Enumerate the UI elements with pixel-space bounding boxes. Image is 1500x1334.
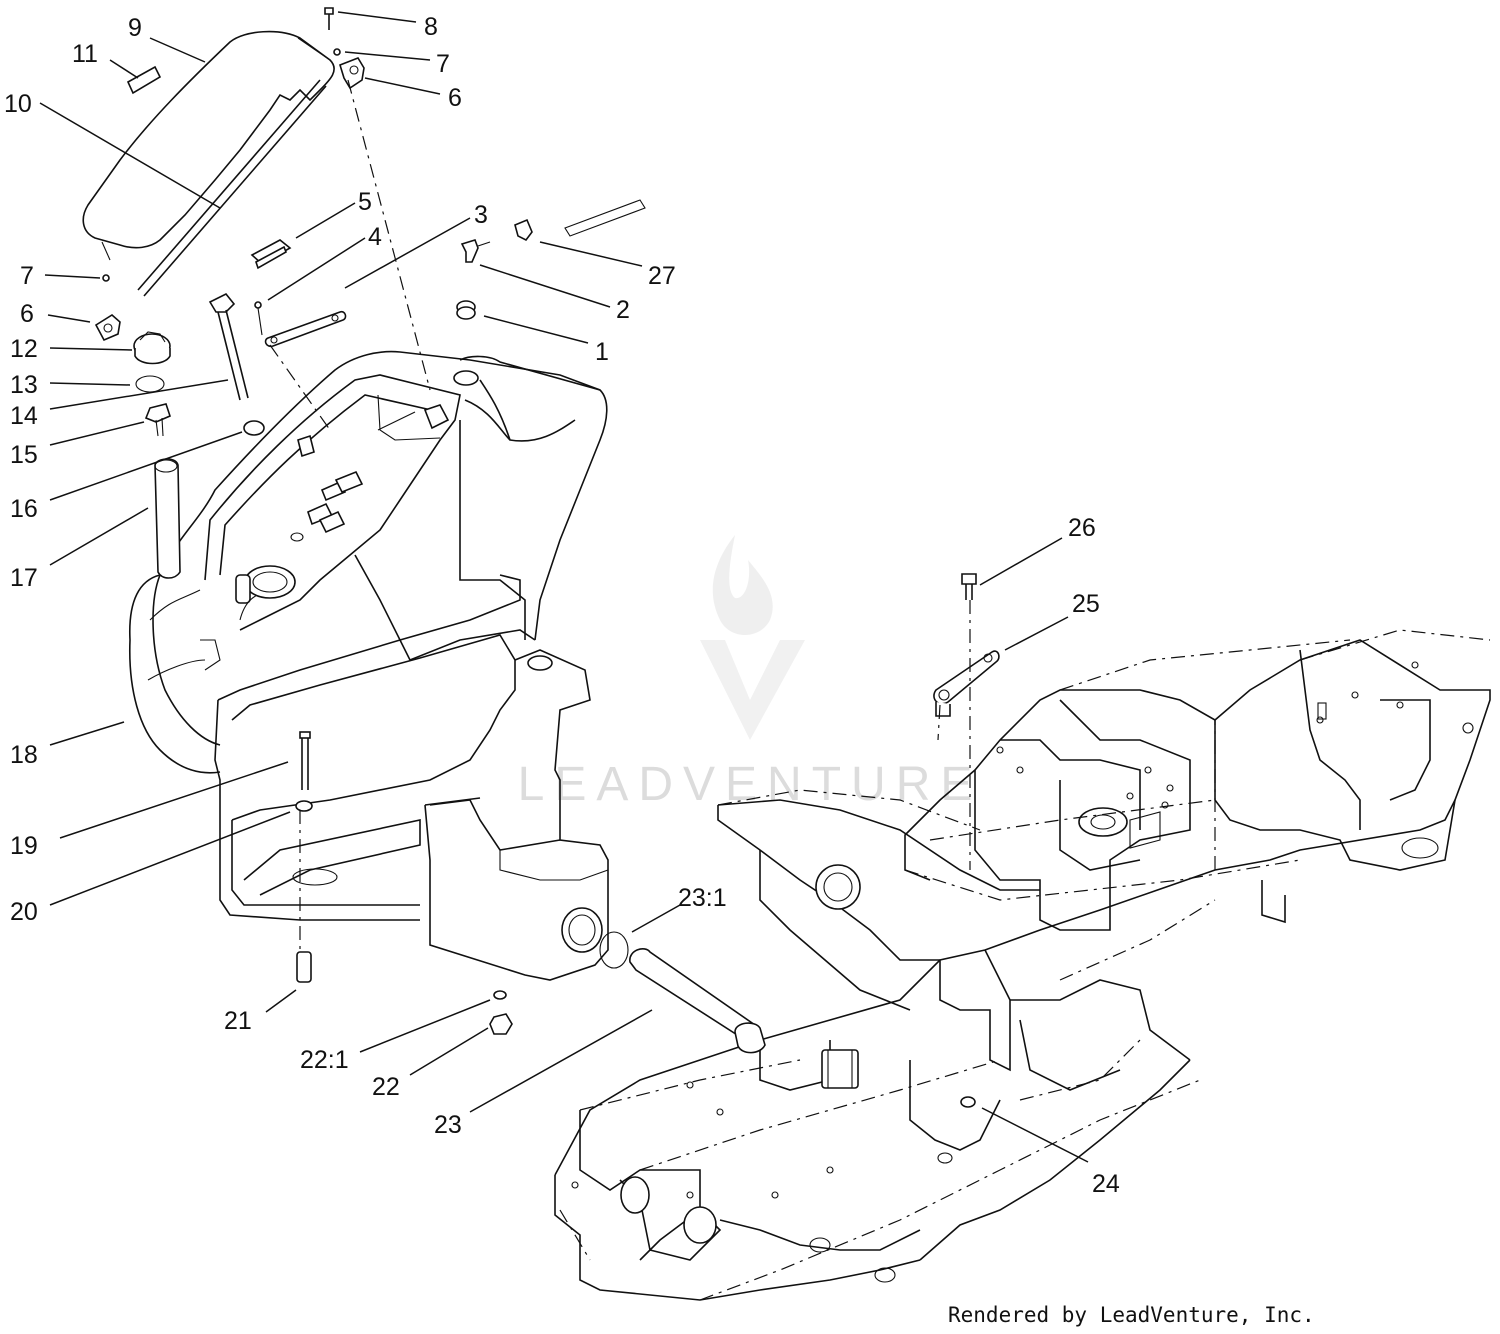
callout-19: 19 — [10, 832, 38, 860]
fuel-elbows — [290, 470, 364, 542]
callout-1: 1 — [595, 338, 609, 366]
render-credit: Rendered by LeadVenture, Inc. — [948, 1303, 1315, 1327]
callout-15: 15 — [10, 441, 38, 469]
callout-25: 25 — [1072, 590, 1100, 618]
callout-7-upper: 7 — [436, 50, 450, 78]
callout-labels: 9 11 10 8 7 6 5 4 3 27 2 1 7 6 12 13 14 … — [4, 13, 1120, 1198]
callout-20: 20 — [10, 898, 38, 926]
callout-13: 13 — [10, 371, 38, 399]
callout-11: 11 — [72, 40, 98, 68]
callout-14: 14 — [10, 402, 38, 430]
callout-21: 21 — [224, 1007, 252, 1035]
callout-8: 8 — [424, 13, 438, 41]
callout-27: 27 — [648, 262, 676, 290]
callout-6-upper: 6 — [448, 84, 462, 112]
callout-7-lower: 7 — [20, 262, 34, 290]
watermark-logo — [700, 535, 805, 740]
hardware-top — [94, 7, 365, 342]
callout-4: 4 — [368, 223, 382, 251]
callout-23: 23 — [434, 1111, 462, 1139]
alignment-lines — [269, 79, 971, 952]
mower-frame — [554, 629, 1491, 1301]
latch-parts — [250, 239, 347, 348]
callout-26: 26 — [1068, 514, 1096, 542]
callout-24: 24 — [1092, 1170, 1120, 1198]
fill-cap-assembly — [133, 292, 265, 579]
mounting-hardware — [295, 573, 1000, 1108]
callout-2: 2 — [616, 296, 630, 324]
callout-23-1: 23:1 — [678, 884, 727, 912]
callout-18: 18 — [10, 741, 38, 769]
leader-lines — [39, 11, 1089, 1163]
callout-10: 10 — [4, 90, 32, 118]
callout-17: 17 — [10, 564, 38, 592]
fuel-tank-cover — [82, 30, 335, 297]
callout-12: 12 — [10, 335, 38, 363]
callout-3: 3 — [474, 201, 488, 229]
callout-22: 22 — [372, 1073, 400, 1101]
callout-22-1: 22:1 — [300, 1046, 349, 1074]
callout-16: 16 — [10, 495, 38, 523]
callout-9: 9 — [128, 14, 142, 42]
vent-fittings — [456, 199, 646, 320]
callout-5: 5 — [358, 188, 372, 216]
callout-6-lower: 6 — [20, 300, 34, 328]
